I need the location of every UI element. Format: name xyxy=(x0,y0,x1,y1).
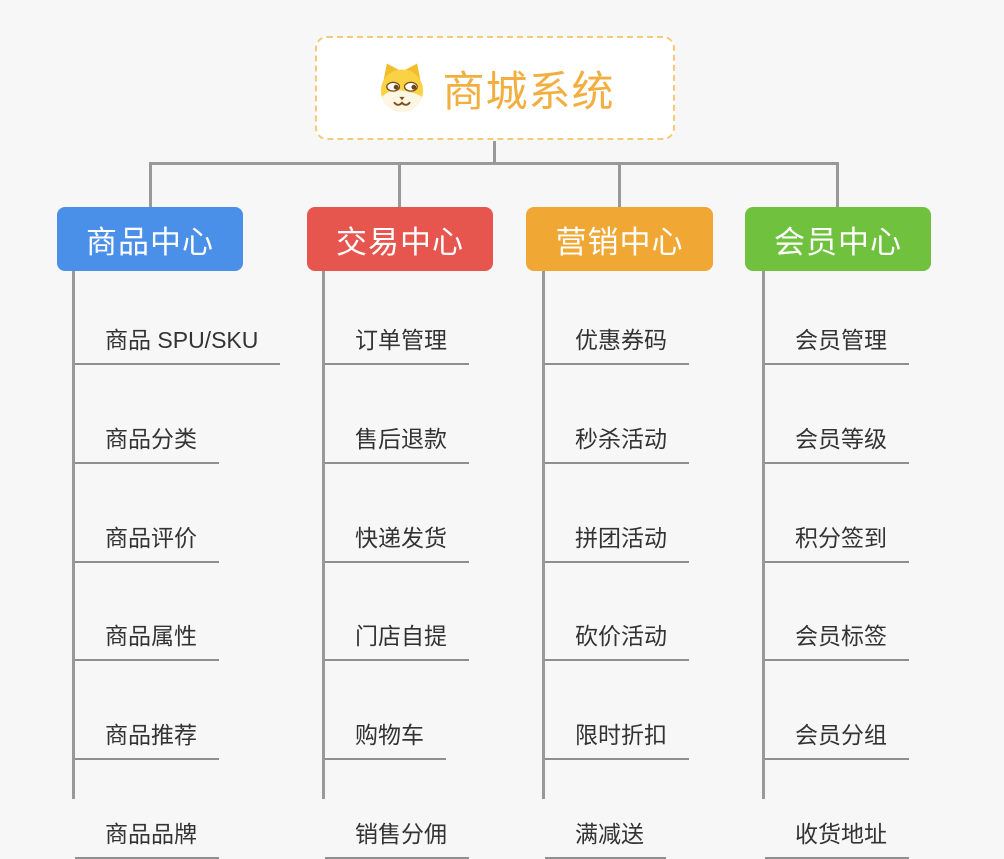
connector-drop-marketing xyxy=(618,164,621,208)
child-item[interactable]: 购物车 xyxy=(325,661,446,761)
child-item[interactable]: 商品属性 xyxy=(75,563,219,662)
child-item[interactable]: 砍价活动 xyxy=(545,563,689,662)
child-item[interactable]: 商品分类 xyxy=(75,365,219,464)
child-item[interactable]: 满减送 xyxy=(545,760,666,859)
child-item[interactable]: 会员标签 xyxy=(765,563,909,662)
child-item[interactable]: 会员分组 xyxy=(765,661,909,761)
connector-drop-member xyxy=(836,164,839,208)
connector-drop-product xyxy=(149,164,152,208)
child-item[interactable]: 商品推荐 xyxy=(75,661,219,761)
child-item[interactable]: 订单管理 xyxy=(325,271,469,365)
child-item[interactable]: 限时折扣 xyxy=(545,661,689,761)
branch-children-member-center: 会员管理 会员等级 积分签到 会员标签 会员分组 收货地址 xyxy=(762,271,909,859)
child-item[interactable]: 销售分佣 xyxy=(325,760,469,859)
branch-children-product-center: 商品 SPU/SKU 商品分类 商品评价 商品属性 商品推荐 商品品牌 xyxy=(72,271,281,859)
child-item[interactable]: 快递发货 xyxy=(325,464,469,563)
connector-root-stem xyxy=(493,141,496,163)
child-item[interactable]: 收货地址 xyxy=(765,760,909,859)
connector-bus xyxy=(149,162,839,165)
child-item[interactable]: 优惠券码 xyxy=(545,271,689,365)
child-item[interactable]: 商品评价 xyxy=(75,464,219,563)
branch-children-marketing-center: 优惠券码 秒杀活动 拼团活动 砍价活动 限时折扣 满减送 xyxy=(542,271,689,859)
child-item[interactable]: 拼团活动 xyxy=(545,464,689,563)
child-item[interactable]: 秒杀活动 xyxy=(545,365,689,464)
root-node[interactable]: 商城系统 xyxy=(315,36,675,140)
branch-node-member-center[interactable]: 会员中心 xyxy=(745,207,931,271)
branch-node-marketing-center[interactable]: 营销中心 xyxy=(526,207,713,271)
child-item[interactable]: 积分签到 xyxy=(765,464,909,563)
root-title: 商城系统 xyxy=(442,67,615,115)
child-item[interactable]: 商品 SPU/SKU xyxy=(75,271,281,365)
branch-node-product-center[interactable]: 商品中心 xyxy=(57,207,243,271)
child-item[interactable]: 商品品牌 xyxy=(75,760,219,859)
child-item[interactable]: 售后退款 xyxy=(325,365,469,464)
branch-children-trade-center: 订单管理 售后退款 快递发货 门店自提 购物车 销售分佣 xyxy=(322,271,469,859)
child-item[interactable]: 会员等级 xyxy=(765,365,909,464)
branch-node-trade-center[interactable]: 交易中心 xyxy=(307,207,493,271)
child-item[interactable]: 会员管理 xyxy=(765,271,909,365)
mindmap-canvas: 商城系统 商品中心 交易中心 营销中心 会员中心 商品 SPU/SKU 商品分类… xyxy=(57,36,931,859)
child-item[interactable]: 门店自提 xyxy=(325,563,469,662)
connector-drop-trade xyxy=(398,164,401,208)
dog-face-icon xyxy=(375,61,429,115)
